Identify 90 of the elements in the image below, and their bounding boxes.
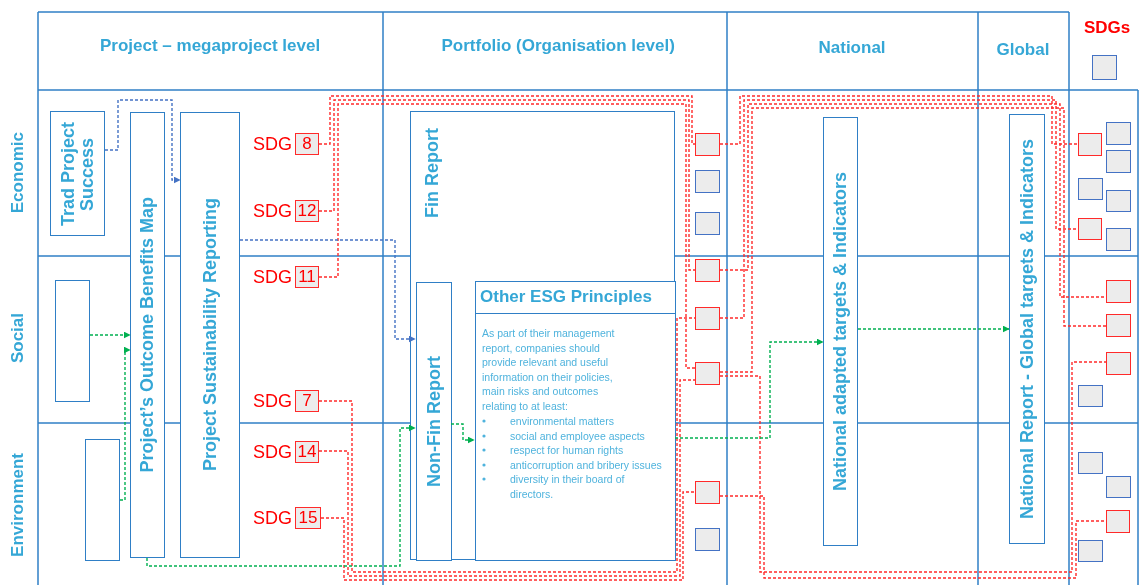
indicator-square [695, 133, 720, 156]
connector-line [320, 491, 696, 581]
column-header: Global [996, 40, 1050, 60]
sdg-label: SDG [252, 391, 292, 411]
row-label: Economic [8, 131, 28, 213]
report-box [130, 112, 165, 558]
indicator-square [1106, 476, 1131, 498]
arrow [450, 423, 475, 444]
report-box [180, 112, 240, 558]
connector-line [318, 99, 696, 271]
indicator-square [1106, 510, 1130, 533]
row-label: Environment [8, 453, 28, 557]
indicator-square [695, 481, 720, 504]
report-box [1009, 114, 1045, 544]
report-box [823, 117, 858, 546]
indicator-square [1078, 178, 1103, 200]
sdg-number: 7 [302, 392, 312, 410]
box-title: Project’s Outcome Benefits Map [138, 197, 157, 473]
box-title: Fin Report [423, 128, 442, 218]
arrow [89, 331, 131, 339]
connector-line [318, 317, 696, 573]
empty-box [55, 280, 90, 402]
sdg-label: SDG [252, 201, 292, 221]
empty-box [85, 439, 120, 561]
indicator-square [695, 259, 720, 282]
connector-line [318, 95, 696, 145]
sdg-label: SDG [252, 267, 292, 287]
connector-line [719, 99, 1079, 319]
indicator-square [1078, 540, 1103, 562]
indicator-square [1106, 190, 1131, 212]
indicator-square [1106, 352, 1131, 375]
sdg-number: 12 [297, 202, 317, 220]
connector-line [719, 107, 1107, 373]
bullet-item: respect for human rights [510, 443, 670, 458]
bullet-item: anticorruption and bribery issues [510, 457, 670, 473]
indicator-square [1106, 228, 1131, 251]
connector-line [719, 103, 1107, 298]
connector-line [318, 103, 696, 369]
report-box [416, 282, 452, 561]
column-header: Project – megaproject level [100, 36, 321, 56]
box-title: Non-Fin Report [424, 356, 444, 487]
row-label: Social [8, 313, 28, 364]
sdg-number: 8 [302, 135, 312, 153]
indicator-square [695, 362, 720, 385]
arrow [857, 325, 1010, 333]
indicator-square [1106, 150, 1131, 173]
column-header: SDGs [1084, 18, 1131, 38]
indicator-square [1078, 133, 1102, 156]
sdg-label: SDG [252, 134, 292, 154]
indicator-square [695, 170, 720, 193]
bullet-item: environmental matters [510, 414, 670, 429]
connector-line [719, 361, 1107, 573]
sdg-number: 11 [298, 268, 316, 286]
box-title: Trad Project Success [58, 120, 97, 228]
sdg-number: 14 [297, 443, 317, 461]
indicator-square [1092, 55, 1117, 80]
sdg-label: SDG [252, 442, 292, 462]
column-header: Portfolio (Organisation level) [441, 36, 675, 56]
indicator-square [695, 528, 720, 551]
connector-line [318, 379, 696, 577]
connector-line [719, 95, 1079, 145]
column-header: National [818, 38, 886, 58]
box-title: National Report - Global targets & Indicators [1017, 138, 1037, 520]
arrow [674, 338, 824, 439]
sdg-number-box [295, 390, 319, 412]
indicator-square [1106, 280, 1131, 303]
arrow [146, 424, 416, 567]
principles-text: As part of their management report, companies should provide relevant and useful information on their policies, main risks and outcomes relating to at least: [482, 326, 616, 414]
sdg-number-box [295, 133, 319, 155]
indicator-square [1078, 218, 1102, 240]
box-title: National adapted targets & Indicators [831, 171, 850, 492]
arrow [104, 99, 181, 184]
arrow [119, 346, 131, 501]
indicator-square [1078, 385, 1103, 407]
sdg-label: SDG [252, 508, 292, 528]
sdg-number: 15 [298, 509, 318, 527]
indicator-square [1078, 452, 1103, 474]
connector-line [719, 495, 1107, 579]
box-title: Project Sustainability Reporting [200, 198, 220, 472]
indicator-square [695, 307, 720, 330]
report-box [50, 111, 105, 236]
indicator-square [1106, 314, 1131, 337]
arrow [239, 239, 416, 343]
indicator-square [695, 212, 720, 235]
bullet-item: diversity in their board of directors. [510, 472, 670, 502]
bullet-item: social and employee aspects [510, 428, 670, 444]
principles-heading: Other ESG Principles [476, 282, 675, 314]
indicator-square [1106, 122, 1131, 145]
principles-box [475, 281, 676, 561]
report-box [410, 111, 675, 560]
